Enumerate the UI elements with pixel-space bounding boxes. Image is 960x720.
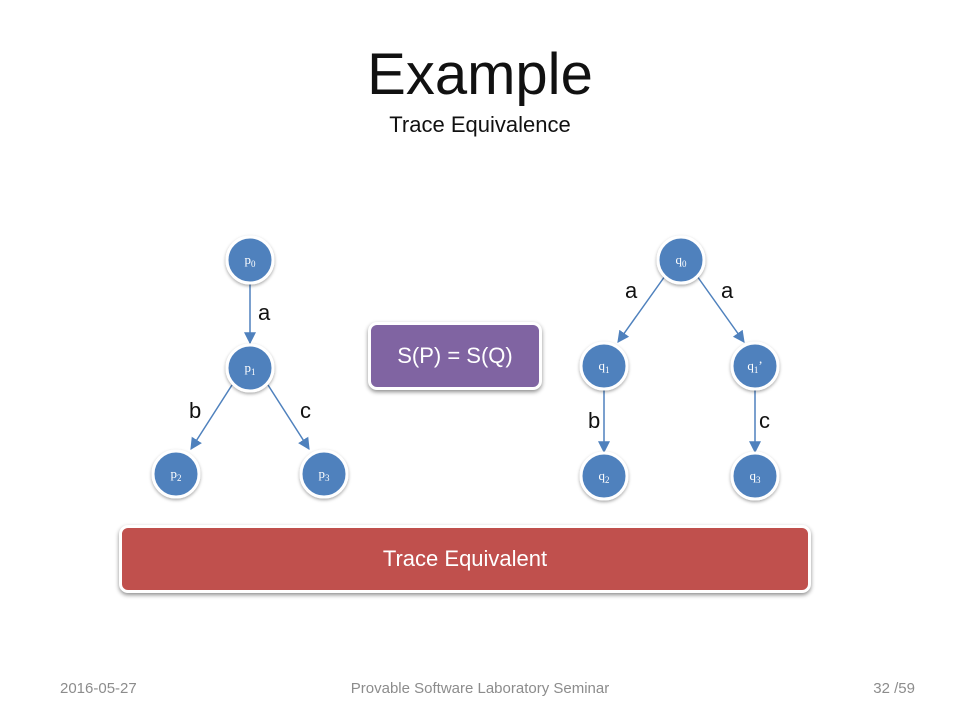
state-node-q1: q1 [579, 341, 629, 391]
svg-text:q2: q2 [599, 468, 610, 485]
slide-subtitle: Trace Equivalence [389, 112, 571, 137]
edge-label-q1p-q3: c [759, 408, 770, 433]
svg-text:p1: p1 [245, 360, 256, 377]
svg-text:q3: q3 [750, 468, 762, 485]
svg-text:p3: p3 [319, 466, 331, 483]
state-node-q2: q2 [579, 451, 629, 501]
svg-text:q1’: q1’ [747, 358, 762, 375]
footer-seminar-title: Provable Software Laboratory Seminar [350, 680, 610, 697]
edge-q0-q1p [696, 275, 745, 343]
svg-text:q1: q1 [599, 358, 610, 375]
edge-p1-p3 [267, 384, 310, 451]
trace-set-equation-box: S(P) = S(Q) [368, 322, 542, 390]
state-node-q0: q0 [656, 235, 706, 285]
total-pages: /59 [894, 680, 915, 697]
state-node-p3: p3 [299, 449, 349, 499]
edge-label-p0-p1: a [258, 300, 271, 325]
edge-p1-p2 [190, 384, 233, 451]
current-page: 32 [873, 680, 890, 697]
trace-equivalent-label: Trace Equivalent [382, 546, 548, 571]
trace-set-equation: S(P) = S(Q) [397, 343, 513, 368]
edge-q0-q1 [617, 275, 666, 343]
edge-label-q1-q2: b [588, 408, 600, 433]
state-node-p1: p1 [225, 343, 275, 393]
svg-text:p0: p0 [245, 252, 257, 269]
edge-label-p1-p2: b [189, 398, 201, 423]
svg-text:p2: p2 [171, 466, 182, 483]
edge-label-q0-q1: a [625, 278, 638, 303]
edge-label-p1-p3: c [300, 398, 311, 423]
state-node-p2: p2 [151, 449, 201, 499]
state-node-q1-prime: q1’ [730, 341, 780, 391]
state-node-p0: p0 [225, 235, 275, 285]
edge-label-q0-q1p: a [721, 278, 734, 303]
slide-title: Example [367, 42, 593, 107]
footer-date: 2016-05-27 [60, 680, 137, 697]
state-node-q3: q3 [730, 451, 780, 501]
footer-page-number: 32 /59 [873, 680, 915, 697]
svg-text:q0: q0 [676, 252, 688, 269]
trace-equivalent-banner: Trace Equivalent [119, 525, 811, 593]
